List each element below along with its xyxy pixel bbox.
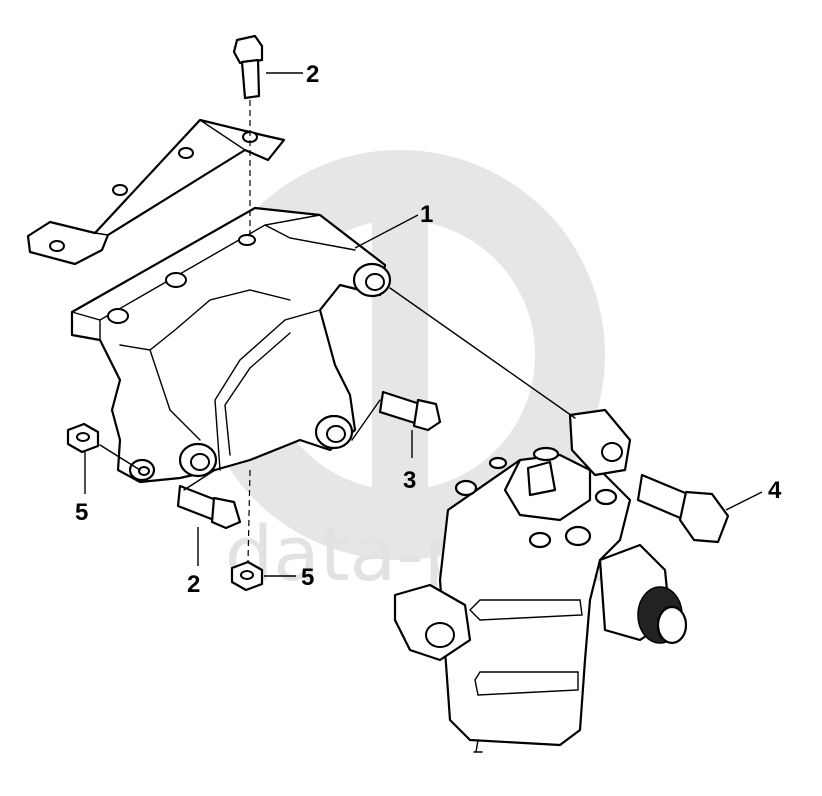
callout-2-bottom: 2	[187, 571, 200, 598]
steering-gear-box	[393, 408, 688, 753]
callout-3: 3	[403, 467, 416, 494]
bolt-2-lower	[176, 484, 242, 530]
nut-bottom	[230, 560, 264, 592]
main-mounting-bracket	[70, 206, 392, 484]
leader-lines	[84, 72, 763, 577]
assembly-guide-lines	[99, 100, 576, 563]
bolt-3	[378, 390, 442, 432]
bolt-top	[232, 34, 264, 100]
callout-4: 4	[768, 477, 782, 504]
callout-5-left: 5	[75, 499, 88, 526]
nut-left	[66, 422, 100, 454]
callout-1: 1	[420, 201, 433, 228]
upper-plate-bracket	[26, 118, 286, 266]
gear-cover-bolts	[454, 456, 618, 549]
callout-2-top: 2	[306, 61, 319, 88]
bolt-4	[636, 473, 730, 544]
callout-5-bottom: 5	[301, 564, 314, 591]
